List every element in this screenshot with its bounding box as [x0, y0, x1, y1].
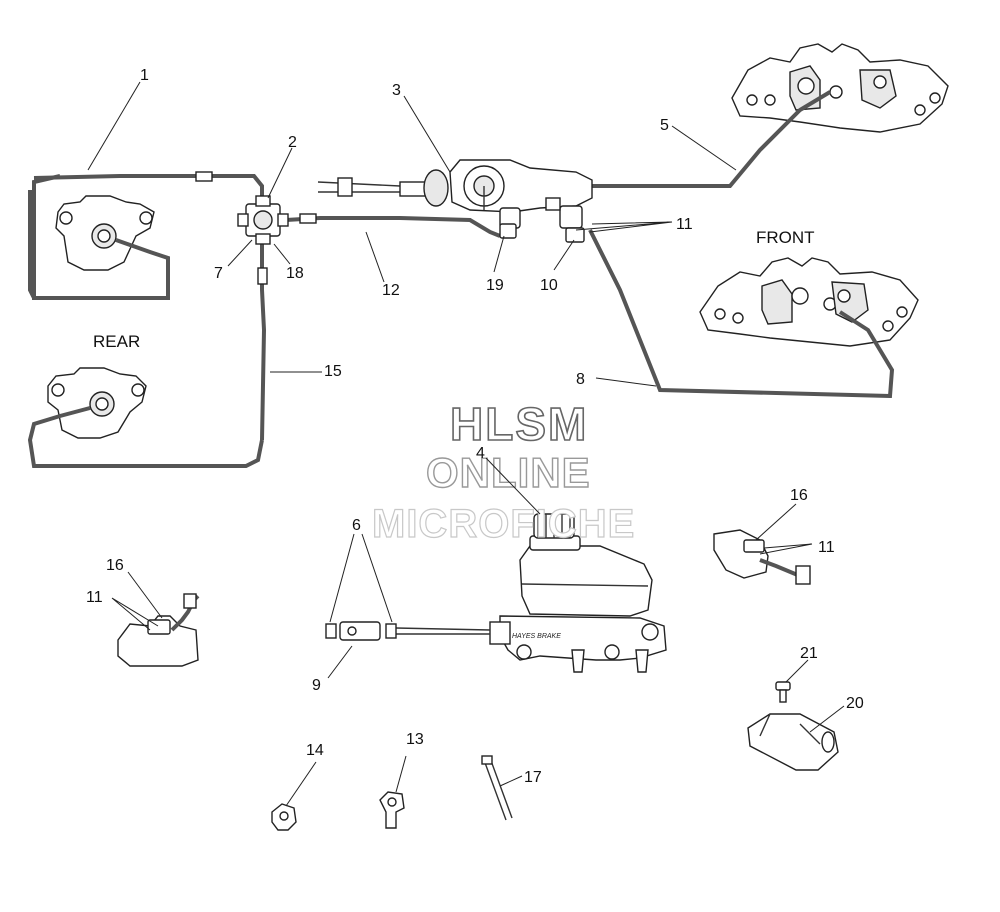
- leader-lines: [87, 81, 845, 807]
- mounting-bracket-20[interactable]: [747, 713, 839, 771]
- callout-numbers: 1 2 3 4 5 6 7 8 9 10 11 11 11 12 13 14 1…: [86, 67, 864, 786]
- callout-11-right: 11: [818, 539, 835, 556]
- rear-label: REAR: [93, 332, 140, 351]
- callout-9: 9: [312, 677, 321, 694]
- callout-12: 12: [382, 282, 400, 299]
- fitting-19[interactable]: [499, 223, 517, 239]
- callout-14: 14: [306, 742, 324, 759]
- brake-line-8[interactable]: [588, 229, 895, 399]
- brake-line-5[interactable]: [590, 90, 832, 188]
- watermark-line2: ONLINE: [426, 449, 591, 496]
- callout-17: 17: [524, 769, 542, 786]
- front-caliper-lower[interactable]: [699, 257, 919, 347]
- callout-4: 4: [476, 445, 485, 462]
- callout-10: 10: [540, 277, 558, 294]
- callout-13: 13: [406, 731, 424, 748]
- master-cylinder[interactable]: HAYES BRAKE: [395, 513, 667, 673]
- callout-2: 2: [288, 134, 297, 151]
- proportioning-valve-assembly[interactable]: [317, 159, 593, 229]
- callout-11-top: 11: [676, 216, 693, 233]
- brake-switch-right[interactable]: [713, 529, 811, 585]
- callout-11-left: 11: [86, 589, 103, 606]
- clip-14[interactable]: [271, 803, 297, 831]
- front-label: FRONT: [756, 228, 815, 247]
- rear-caliper-lower[interactable]: [27, 367, 264, 468]
- rear-caliper-upper[interactable]: [32, 174, 170, 300]
- front-caliper-upper[interactable]: [731, 43, 949, 133]
- brake-switch-left[interactable]: [117, 593, 200, 667]
- callout-20: 20: [846, 695, 864, 712]
- clevis-9[interactable]: [339, 621, 381, 641]
- callout-19: 19: [486, 277, 504, 294]
- bolt-21[interactable]: [775, 681, 791, 703]
- jam-nut-6b[interactable]: [385, 623, 397, 639]
- watermark-line3: MICROFICHE: [372, 502, 635, 546]
- callout-6: 6: [352, 517, 361, 534]
- callout-16-left: 16: [106, 557, 124, 574]
- callout-21: 21: [800, 645, 818, 662]
- callout-15: 15: [324, 363, 342, 380]
- brake-line-1[interactable]: [28, 171, 264, 299]
- callout-3: 3: [392, 82, 401, 99]
- callout-7: 7: [214, 265, 223, 282]
- callout-1: 1: [140, 67, 149, 84]
- watermark-line1: HLSM: [450, 398, 588, 450]
- fitting-10[interactable]: [565, 227, 585, 243]
- jam-nut-6a[interactable]: [325, 623, 337, 639]
- callout-5: 5: [660, 117, 669, 134]
- callout-8: 8: [576, 371, 585, 388]
- brake-line-15[interactable]: [257, 244, 268, 441]
- clip-13[interactable]: [379, 791, 405, 829]
- cable-tie-17[interactable]: [481, 755, 513, 821]
- callout-16-right: 16: [790, 487, 808, 504]
- watermark: HLSM ONLINE MICROFICHE: [371, 397, 635, 546]
- brand-marking: HAYES BRAKE: [512, 633, 561, 640]
- callout-18: 18: [286, 265, 304, 282]
- distribution-block[interactable]: [237, 195, 289, 245]
- brake-line-12[interactable]: [285, 213, 501, 238]
